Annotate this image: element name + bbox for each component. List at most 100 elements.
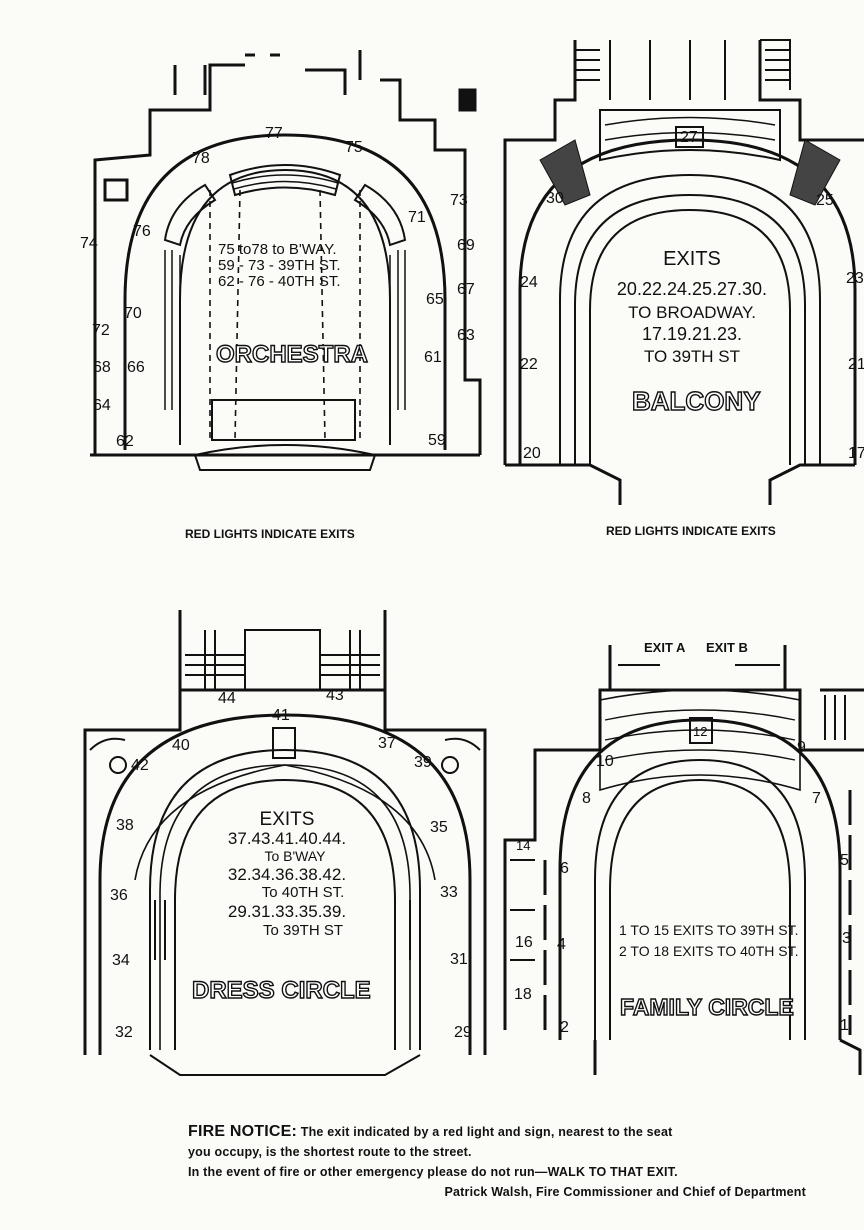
svg-text:20.22.24.25.27.30.: 20.22.24.25.27.30. — [617, 279, 767, 299]
seat-exit-number: 20 — [523, 445, 541, 462]
seat-exit-number: 29 — [454, 1024, 472, 1041]
dress-circle-labels: 44 43 41 40 37 42 39 38 35 36 33 34 31 3… — [110, 687, 472, 1041]
seat-exit-number: 30 — [546, 190, 564, 207]
seat-exit-number: 66 — [127, 359, 145, 376]
fire-notice-signature: Patrick Walsh, Fire Commissioner and Chi… — [444, 1185, 806, 1199]
svg-text:To B'WAY: To B'WAY — [264, 848, 326, 864]
fire-notice-line-3: In the event of fire or other emergency … — [188, 1165, 678, 1179]
family-circle-exit-labels: EXIT A EXIT B — [644, 640, 748, 655]
balcony-labels: 27 30 25 24 23 22 21 20 17 — [520, 129, 864, 462]
fire-notice-line-2: you occupy, is the shortest route to the… — [188, 1145, 472, 1159]
seat-exit-number: 35 — [430, 819, 448, 836]
seat-exit-number: 63 — [457, 327, 475, 344]
seat-exit-number: 18 — [514, 986, 532, 1003]
balcony-exit-routes: EXITS 20.22.24.25.27.30. TO BROADWAY. 17… — [617, 248, 767, 366]
family-circle-plan — [503, 645, 864, 1075]
svg-text:To 39TH ST: To 39TH ST — [263, 922, 343, 939]
svg-text:EXIT B: EXIT B — [706, 640, 748, 655]
dress-circle-exit-routes: EXITS 37.43.41.40.44. To B'WAY 32.34.36.… — [228, 809, 346, 939]
seat-exit-number: 62 — [116, 433, 134, 450]
seat-exit-number: 59 — [428, 432, 446, 449]
seat-exit-number: 69 — [457, 237, 475, 254]
seat-exit-number: 27 — [680, 129, 698, 146]
seat-exit-number: 4 — [557, 936, 566, 953]
dress-circle-plan — [83, 610, 487, 1076]
svg-text:37.43.41.40.44.: 37.43.41.40.44. — [228, 829, 346, 848]
svg-text:EXIT A: EXIT A — [644, 640, 686, 655]
seat-exit-number: 44 — [218, 690, 236, 707]
seat-exit-number: 75 — [345, 139, 363, 156]
seat-exit-number: 40 — [172, 737, 190, 754]
balcony-title: BALCONY — [632, 386, 761, 416]
seat-exit-number: 61 — [424, 349, 442, 366]
family-circle-title: FAMILY CIRCLE — [620, 994, 794, 1020]
seat-exit-number: 8 — [582, 790, 591, 807]
balcony-caption: RED LIGHTS INDICATE EXITS — [606, 524, 776, 538]
svg-text:2 TO 18 EXITS TO 40TH ST.: 2 TO 18 EXITS TO 40TH ST. — [619, 943, 798, 959]
seat-exit-number: 16 — [515, 934, 533, 951]
dress-circle-title: DRESS CIRCLE — [192, 977, 371, 1004]
svg-text:62 - 76 - 40TH ST.: 62 - 76 - 40TH ST. — [218, 273, 341, 290]
orchestra-caption: RED LIGHTS INDICATE EXITS — [185, 527, 355, 541]
orchestra-exit-routes: 75 to78 to B'WAY. 59 - 73 - 39TH ST. 62 … — [218, 241, 341, 290]
seat-exit-number: 73 — [450, 192, 468, 209]
seat-exit-number: 67 — [457, 281, 475, 298]
seat-exit-number: 68 — [93, 359, 111, 376]
fire-notice: FIRE NOTICE: The exit indicated by a red… — [188, 1122, 818, 1202]
seat-exit-number: 72 — [92, 322, 110, 339]
seat-exit-number: 76 — [133, 223, 151, 240]
seat-exit-number: 64 — [93, 397, 111, 414]
seat-exit-number: 3 — [842, 930, 851, 947]
seat-exit-number: 23 — [846, 270, 864, 287]
seat-exit-number: 17 — [848, 445, 864, 462]
orchestra-plan — [90, 50, 482, 471]
seat-exit-number: 25 — [816, 192, 834, 209]
seat-exit-number: 24 — [520, 274, 538, 291]
family-circle-labels: 12 10 9 8 7 14 6 5 16 4 3 18 2 1 — [514, 724, 851, 1036]
seat-exit-number: 39 — [414, 754, 432, 771]
svg-text:To 40TH ST.: To 40TH ST. — [262, 884, 345, 901]
svg-text:TO BROADWAY.: TO BROADWAY. — [628, 303, 756, 322]
seat-exit-number: 22 — [520, 356, 538, 373]
orchestra-title: ORCHESTRA — [216, 341, 368, 368]
fire-notice-line-1: The exit indicated by a red light and si… — [300, 1125, 673, 1139]
seat-exit-number: 43 — [326, 687, 344, 704]
balcony-plan — [503, 39, 864, 505]
orchestra-labels: 77 75 78 73 71 76 74 69 67 70 65 72 63 6… — [80, 125, 475, 450]
seat-exit-number: 38 — [116, 817, 134, 834]
seat-exit-number: 71 — [408, 209, 426, 226]
seat-exit-number: 7 — [812, 790, 821, 807]
family-circle-exit-routes: 1 TO 15 EXITS TO 39TH ST. 2 TO 18 EXITS … — [619, 922, 798, 959]
seat-exit-number: 10 — [596, 753, 614, 770]
seat-exit-number: 77 — [265, 125, 283, 142]
seat-exit-number: 14 — [516, 838, 530, 853]
seat-exit-number: 78 — [192, 150, 210, 167]
seat-exit-number: 21 — [848, 356, 864, 373]
seat-exit-number: 5 — [840, 852, 849, 869]
seat-exit-number: 70 — [124, 305, 142, 322]
svg-text:EXITS: EXITS — [260, 809, 315, 830]
seat-exit-number: 9 — [797, 739, 806, 756]
svg-text:75 to78 to B'WAY.: 75 to78 to B'WAY. — [218, 241, 337, 258]
seat-exit-number: 42 — [131, 757, 149, 774]
svg-text:EXITS: EXITS — [663, 248, 721, 270]
seat-exit-number: 32 — [115, 1024, 133, 1041]
svg-text:29.31.33.35.39.: 29.31.33.35.39. — [228, 902, 346, 921]
svg-text:1 TO 15 EXITS TO 39TH ST.: 1 TO 15 EXITS TO 39TH ST. — [619, 922, 798, 938]
svg-text:32.34.36.38.42.: 32.34.36.38.42. — [228, 865, 346, 884]
svg-text:17.19.21.23.: 17.19.21.23. — [642, 324, 742, 344]
seat-exit-number: 2 — [560, 1019, 569, 1036]
seat-exit-number: 34 — [112, 952, 130, 969]
seat-exit-number: 74 — [80, 235, 98, 252]
seat-exit-number: 33 — [440, 884, 458, 901]
seat-exit-number: 36 — [110, 887, 128, 904]
seat-exit-number: 31 — [450, 951, 468, 968]
seat-exit-number: 1 — [840, 1017, 849, 1034]
seat-exit-number: 37 — [378, 735, 396, 752]
svg-text:TO 39TH ST: TO 39TH ST — [644, 347, 740, 366]
svg-text:59 - 73 - 39TH ST.: 59 - 73 - 39TH ST. — [218, 257, 341, 274]
seat-exit-number: 12 — [693, 724, 707, 739]
seat-exit-number: 65 — [426, 291, 444, 308]
seat-exit-number: 6 — [560, 860, 569, 877]
